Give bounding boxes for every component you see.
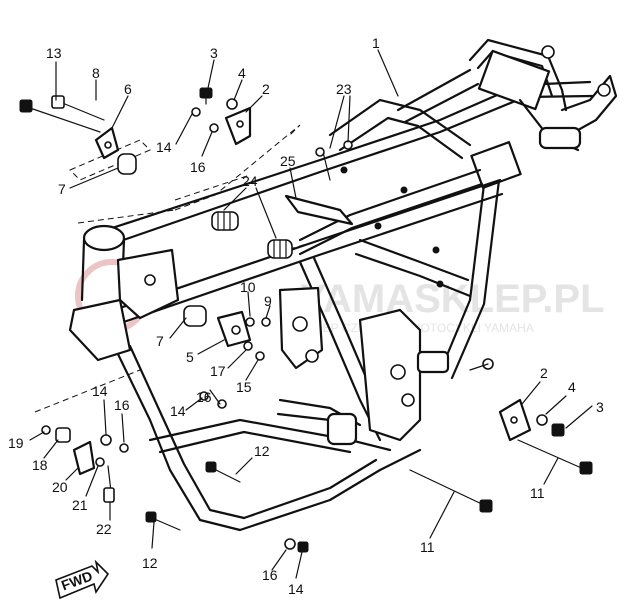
callout-1: 1 xyxy=(372,35,380,51)
callout-14: 14 xyxy=(92,383,108,399)
callout-19: 19 xyxy=(8,435,24,451)
callout-3: 3 xyxy=(210,45,218,61)
callout-16: 16 xyxy=(190,159,206,175)
callout-25: 25 xyxy=(280,153,296,169)
callout-5: 5 xyxy=(186,349,194,365)
callout-4: 4 xyxy=(568,379,576,395)
callout-18: 18 xyxy=(32,457,48,473)
callout-22: 22 xyxy=(96,521,112,537)
callout-10: 10 xyxy=(240,279,256,295)
tank-mount-damper xyxy=(211,211,293,259)
callout-11: 11 xyxy=(530,485,545,501)
callout-13: 13 xyxy=(46,45,62,61)
callout-9: 9 xyxy=(264,293,272,309)
callout-12: 12 xyxy=(254,443,270,459)
callout-21: 21 xyxy=(72,497,88,513)
callout-8: 8 xyxy=(92,65,100,81)
callout-17: 17 xyxy=(210,363,226,379)
callout-23: 23 xyxy=(336,81,352,97)
callout-2: 2 xyxy=(540,365,548,381)
callout-labels: 1 23 13 8 6 7 3 4 2 14 16 25 24 10 9 7 5… xyxy=(8,35,604,597)
watermark-text: YAMASKLEP.PL xyxy=(300,277,605,321)
callout-16: 16 xyxy=(262,567,278,583)
callout-14: 14 xyxy=(288,581,304,597)
callout-2: 2 xyxy=(262,81,270,97)
parts-group xyxy=(19,87,593,553)
callout-3: 3 xyxy=(596,399,604,415)
callout-16: 16 xyxy=(114,397,130,413)
fwd-arrow-icon: FWD xyxy=(55,559,110,600)
callout-4: 4 xyxy=(238,65,246,81)
callout-24: 24 xyxy=(242,173,258,189)
callout-6: 6 xyxy=(124,81,132,97)
callout-14: 14 xyxy=(156,139,172,155)
callout-16: 16 xyxy=(196,389,212,405)
frame-assembly xyxy=(68,38,618,532)
callout-20: 20 xyxy=(52,479,68,495)
callout-14: 14 xyxy=(170,403,186,419)
leader-lines xyxy=(29,49,593,579)
callout-12: 12 xyxy=(142,555,158,571)
callout-15: 15 xyxy=(236,379,252,395)
callout-7: 7 xyxy=(58,181,66,197)
callout-11: 11 xyxy=(420,539,435,555)
callout-7: 7 xyxy=(156,333,164,349)
